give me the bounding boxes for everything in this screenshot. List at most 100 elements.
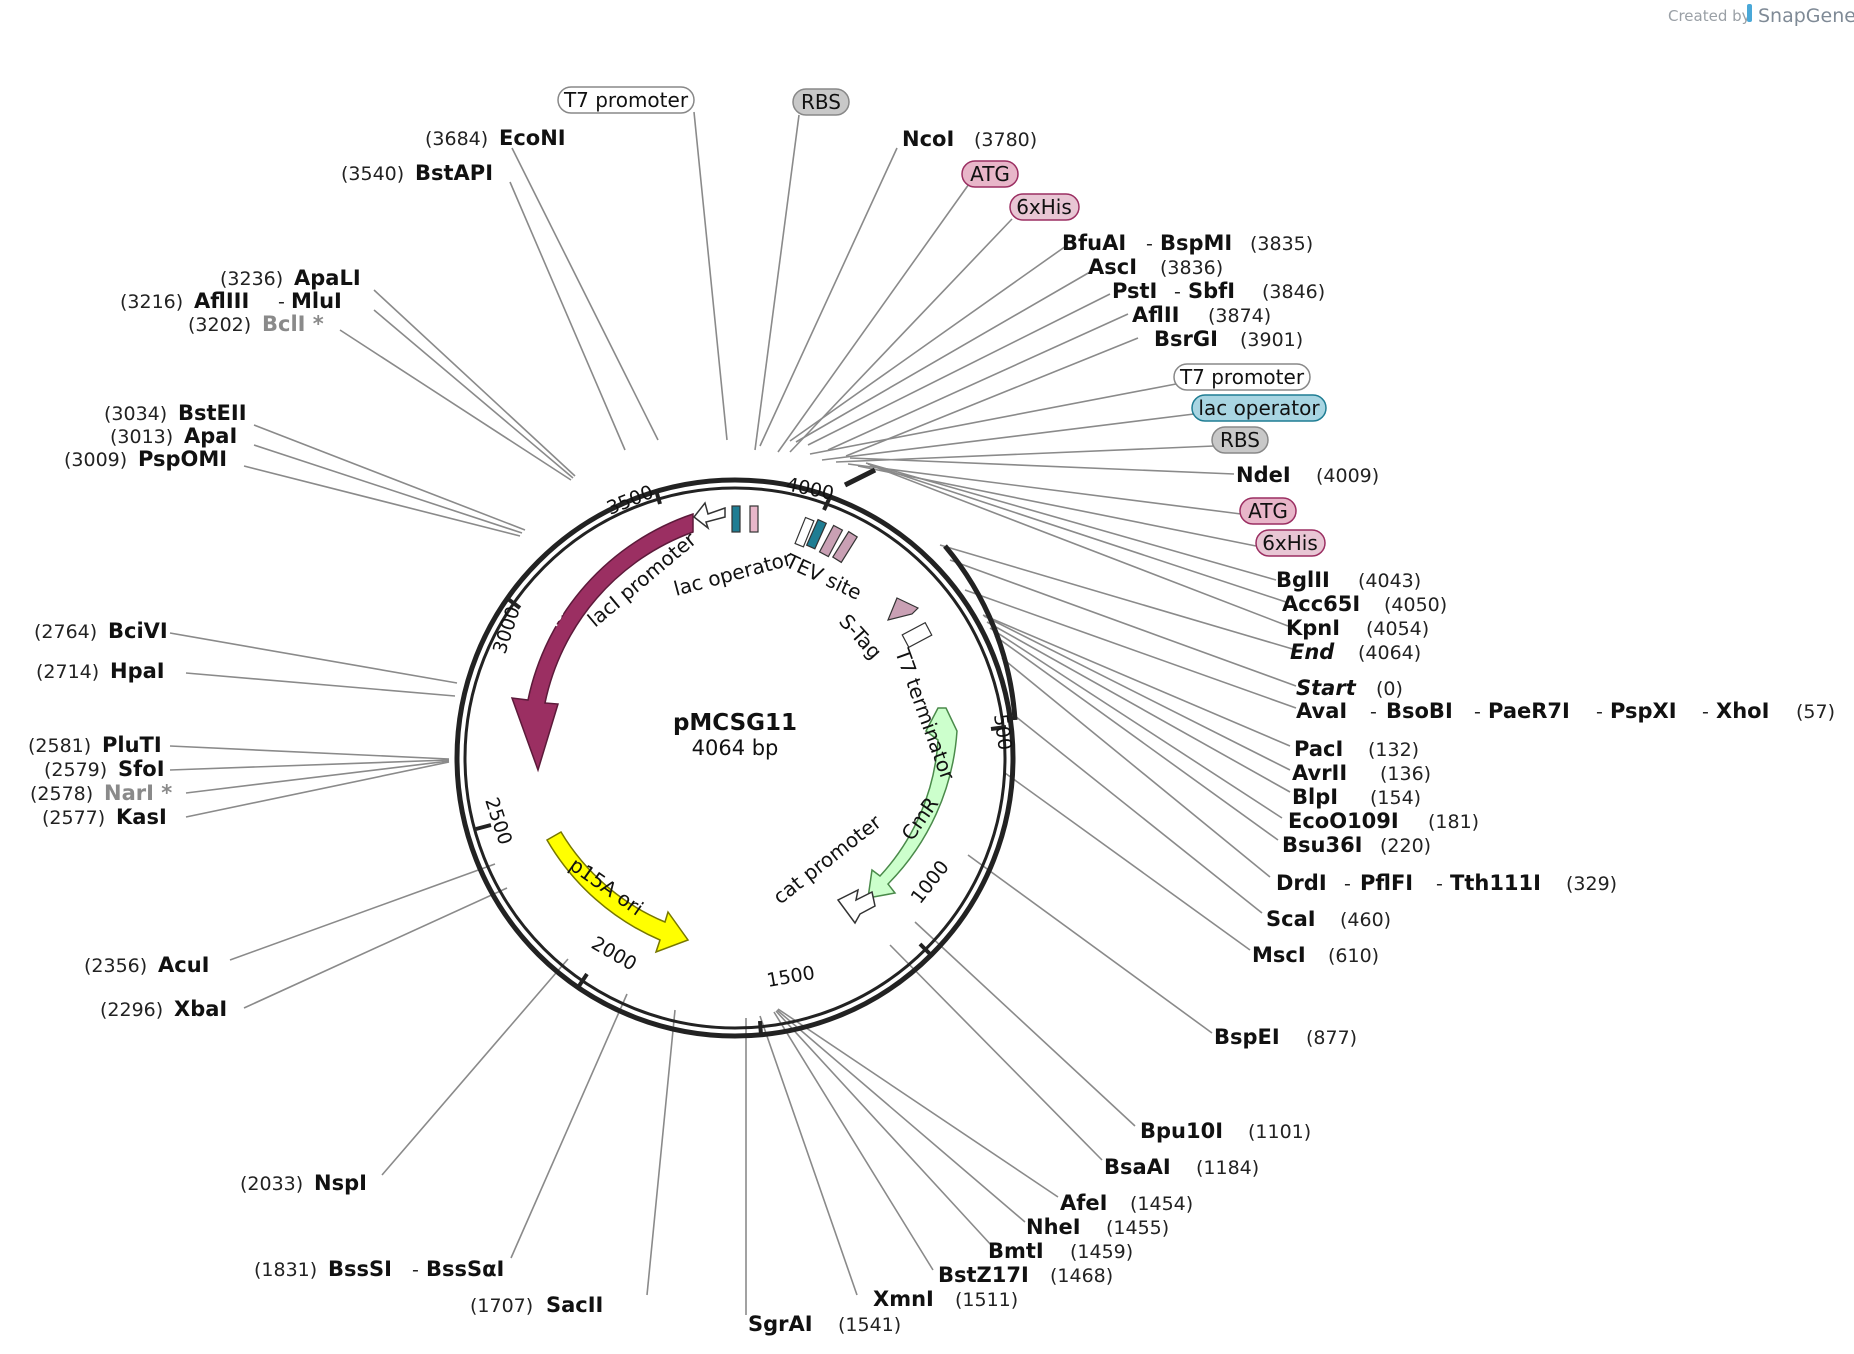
svg-text:(2714): (2714) [36, 661, 99, 683]
site-ndei: NdeI(4009) [1236, 463, 1379, 487]
site-afei: AfeI(1454) [1060, 1191, 1193, 1215]
svg-text:(3835): (3835) [1250, 233, 1313, 255]
svg-text:-: - [1596, 701, 1603, 723]
laci-promoter-arrow [692, 501, 726, 531]
snapgene-credit[interactable]: Created by SnapGene [1668, 4, 1854, 27]
tick-label-1000: 1000 [907, 856, 954, 908]
site-drdi: DrdI-PflFI-Tth111I(329) [1276, 871, 1617, 895]
6xhis-2-label: 6xHis [1262, 531, 1318, 555]
svg-text:(3846): (3846) [1262, 281, 1325, 303]
svg-text:AscI: AscI [1088, 255, 1137, 279]
svg-text:(1831): (1831) [254, 1259, 317, 1281]
tick-label-3000: 3000 [489, 604, 525, 657]
site-pluti: (2581)PluTI [28, 733, 162, 757]
site-sfoi: (2579) SfoI [44, 757, 165, 781]
atg-2-box [1239, 497, 1297, 525]
site-pspomi: (3009)PspOMI [64, 447, 227, 471]
svg-text:(4054): (4054) [1366, 618, 1429, 640]
svg-text:AflIII: AflIII [194, 289, 249, 313]
svg-text:(4050): (4050) [1384, 594, 1447, 616]
p15a-ori-arrow [545, 830, 690, 954]
tick-label-1500: 1500 [765, 962, 816, 992]
p15a-ori-label: p15A ori [565, 852, 648, 920]
svg-text:-: - [412, 1259, 419, 1281]
svg-text:BsaAI: BsaAI [1104, 1155, 1171, 1179]
t7-promoter-1-label: T7 promoter [563, 88, 689, 112]
svg-text:(4064): (4064) [1358, 642, 1421, 664]
svg-text:(2581): (2581) [28, 735, 91, 757]
site-bglii: BglII(4043) [1276, 568, 1421, 592]
svg-text:(0): (0) [1376, 678, 1403, 700]
svg-text:PaeR7I: PaeR7I [1488, 699, 1570, 723]
svg-text:(460): (460) [1340, 909, 1391, 931]
svg-text:BspEI: BspEI [1214, 1025, 1280, 1049]
site-ecoo109i: EcoO109I(181) [1288, 809, 1479, 833]
site-bsteii: (3034)BstEII [104, 401, 247, 425]
feature-shapes [510, 501, 958, 954]
tick-label-2500: 2500 [480, 795, 516, 848]
svg-text:(3013): (3013) [110, 426, 173, 448]
svg-text:(1459): (1459) [1070, 1241, 1133, 1263]
svg-text:(1541): (1541) [838, 1314, 901, 1336]
site-bsaai: BsaAI(1184) [1104, 1155, 1259, 1179]
outer-feature-tick [843, 467, 877, 488]
site-kasi: (2577)KasI [42, 805, 167, 829]
svg-text:KpnI: KpnI [1286, 616, 1340, 640]
svg-text:(136): (136) [1380, 763, 1431, 785]
rbs-2-label: RBS [1220, 428, 1260, 452]
tick-label-500: 500 [989, 713, 1016, 752]
lac-operator-shape [805, 518, 828, 550]
lac-operator-box-label: lac operator [1198, 396, 1320, 420]
cat-promoter-arrow [836, 888, 876, 925]
svg-text:(2764): (2764) [34, 621, 97, 643]
cmr-arrow [867, 707, 958, 899]
svg-text:SfoI: SfoI [118, 757, 165, 781]
rbs-2-box [1211, 426, 1269, 454]
svg-text:ApaLI: ApaLI [294, 266, 361, 290]
svg-text:BsrGI: BsrGI [1154, 327, 1218, 351]
plasmid-name: pMCSG11 [673, 710, 797, 736]
svg-text:(4043): (4043) [1358, 570, 1421, 592]
t7-promoter-shape [794, 516, 815, 548]
sites-left: (3684)EcoNI (3540)BstAPI (3236)ApaLI (32… [28, 126, 603, 1317]
svg-text:AcuI: AcuI [158, 953, 209, 977]
boxed-labels: T7 promoter RBS ATG 6xHis T7 promoter la… [557, 86, 1327, 557]
site-msci: MscI(610) [1252, 943, 1379, 967]
svg-text:PspOMI: PspOMI [138, 447, 227, 471]
6xhis-2-box [1255, 529, 1326, 557]
svg-text:SacII: SacII [546, 1293, 603, 1317]
svg-text:BmtI: BmtI [988, 1239, 1044, 1263]
atg-2-label: ATG [1248, 499, 1288, 523]
backbone [454, 477, 1016, 1039]
svg-text:KasI: KasI [116, 805, 167, 829]
lac-operator-box [731, 505, 741, 533]
svg-text:NarI *: NarI * [104, 781, 172, 805]
svg-text:DrdI: DrdI [1276, 871, 1327, 895]
svg-text:BstZ17I: BstZ17I [938, 1263, 1029, 1287]
site-bfuai-bspmi: BfuAI-BspMI(3835) [1062, 231, 1313, 255]
svg-text:(2579): (2579) [44, 759, 107, 781]
svg-text:NdeI: NdeI [1236, 463, 1291, 487]
svg-text:(2356): (2356) [84, 955, 147, 977]
6xhis-1-label: 6xHis [1016, 195, 1072, 219]
svg-text:(154): (154) [1370, 787, 1421, 809]
site-bsu36i: Bsu36I(220) [1282, 833, 1431, 857]
svg-text:XmnI: XmnI [873, 1287, 934, 1311]
credit-created-by: Created by [1668, 7, 1751, 25]
svg-text:Bpu10I: Bpu10I [1140, 1119, 1223, 1143]
svg-text:BsoBI: BsoBI [1386, 699, 1453, 723]
site-bspei: BspEI(877) [1214, 1025, 1357, 1049]
svg-text:(3780): (3780) [974, 129, 1037, 151]
site-start: Start(0) [1296, 676, 1403, 700]
svg-text:(57): (57) [1796, 701, 1835, 723]
svg-text:(3684): (3684) [425, 128, 488, 150]
site-aflii: AflII(3874) [1132, 303, 1271, 327]
site-bstz17i: BstZ17I(1468) [938, 1263, 1113, 1287]
site-paci: PacI(132) [1294, 737, 1419, 761]
svg-text:BssSI: BssSI [328, 1257, 392, 1281]
tick-marks [475, 489, 1007, 1036]
svg-text:EcoNI: EcoNI [499, 126, 566, 150]
svg-text:(1455): (1455) [1106, 1217, 1169, 1239]
svg-text:BstEII: BstEII [178, 401, 247, 425]
